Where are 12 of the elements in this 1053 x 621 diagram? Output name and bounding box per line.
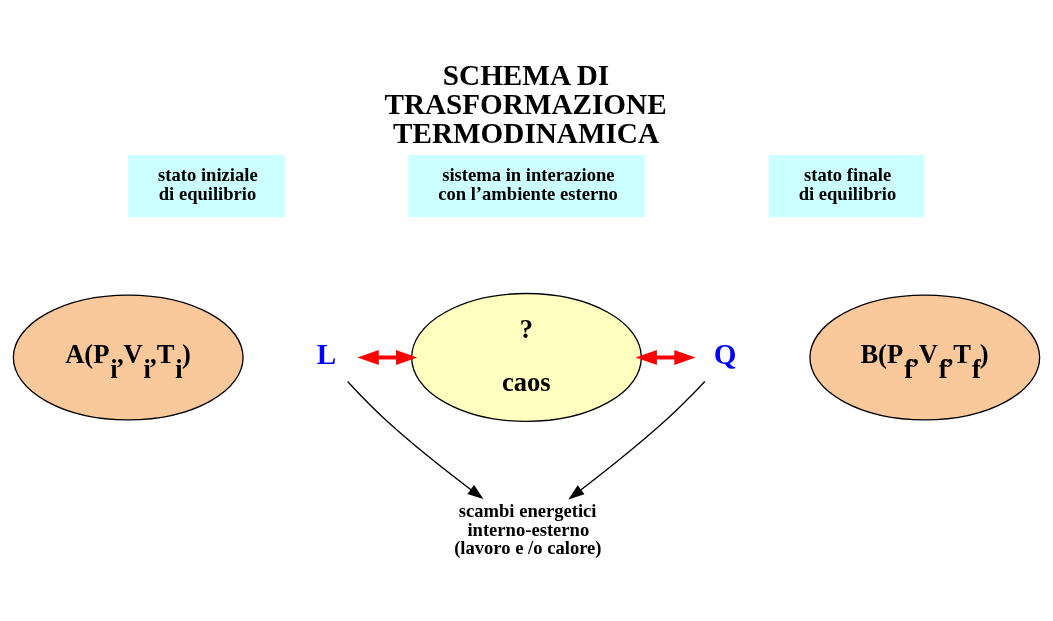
arrow [357, 349, 418, 365]
node-box: sistema in interazione con l’ambiente esterno [408, 154, 645, 217]
node-box: stato iniziale di equilibrio [128, 154, 285, 217]
diagram-title: SCHEMA DI TRASFORMAZIONE TERMODINAMICA [384, 58, 667, 149]
node-text: Q [713, 337, 737, 370]
arrow [635, 349, 696, 365]
node-ellipse: ? caos [411, 292, 642, 422]
node-text: scambi energetici interno-esterno (lavoro e /o calore) [454, 499, 602, 558]
arrow [568, 380, 706, 499]
arrow [346, 380, 484, 499]
node-text: L [316, 337, 337, 370]
node-box: stato finale di equilibrio [768, 154, 925, 217]
